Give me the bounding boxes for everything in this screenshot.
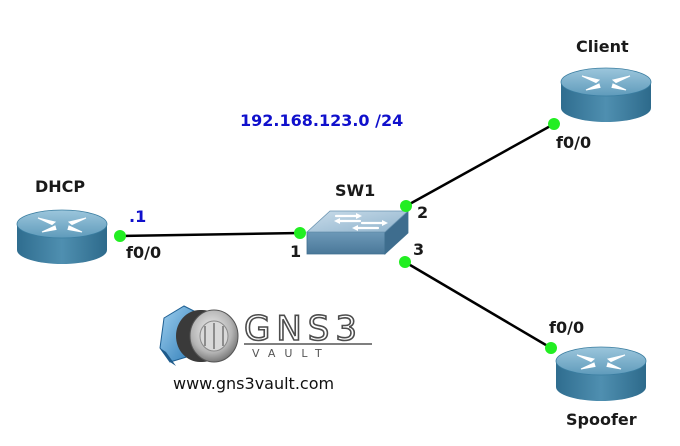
dhcp-name-label: DHCP (35, 177, 85, 196)
client-name-label: Client (576, 37, 629, 56)
switch-name-label: SW1 (335, 181, 375, 200)
endpoint-spoofer-f0-0[interactable] (545, 342, 557, 354)
dhcp-ip-label: .1 (129, 207, 146, 226)
switch-port2-label: 2 (417, 203, 428, 222)
logo-url-text[interactable]: www.gns3vault.com (173, 374, 334, 393)
router-dhcp[interactable] (16, 209, 108, 265)
router-icon (560, 67, 652, 123)
router-icon (555, 346, 647, 402)
endpoints (114, 118, 560, 354)
endpoint-sw1-port3[interactable] (399, 256, 411, 268)
link-sw1-spoofer (404, 260, 552, 350)
switch-sw1[interactable] (305, 210, 410, 255)
endpoint-dhcp-f0-0[interactable] (114, 230, 126, 242)
vault-cube-icon (159, 305, 239, 366)
endpoint-sw1-port1[interactable] (294, 227, 306, 239)
gns3-vault-logo: GNS3 VAULT (159, 305, 372, 366)
router-icon (16, 209, 108, 265)
switch-port3-label: 3 (413, 240, 424, 259)
endpoint-sw1-port2[interactable] (400, 200, 412, 212)
spoofer-name-label: Spoofer (566, 410, 637, 429)
router-spoofer[interactable] (555, 346, 647, 402)
link-dhcp-sw1 (119, 231, 301, 238)
switch-port1-label: 1 (290, 242, 301, 261)
network-label: 192.168.123.0 /24 (240, 111, 403, 130)
logo-tagline-text: VAULT (252, 347, 331, 360)
router-client[interactable] (560, 67, 652, 123)
endpoint-client-f0-0[interactable] (548, 118, 560, 130)
client-iface-label: f0/0 (556, 133, 591, 152)
logo-brand-text: GNS3 (244, 309, 363, 349)
link-sw1-client (405, 122, 555, 208)
spoofer-iface-label: f0/0 (549, 318, 584, 337)
links (119, 122, 555, 350)
switch-icon (305, 210, 410, 255)
dhcp-iface-label: f0/0 (126, 243, 161, 262)
